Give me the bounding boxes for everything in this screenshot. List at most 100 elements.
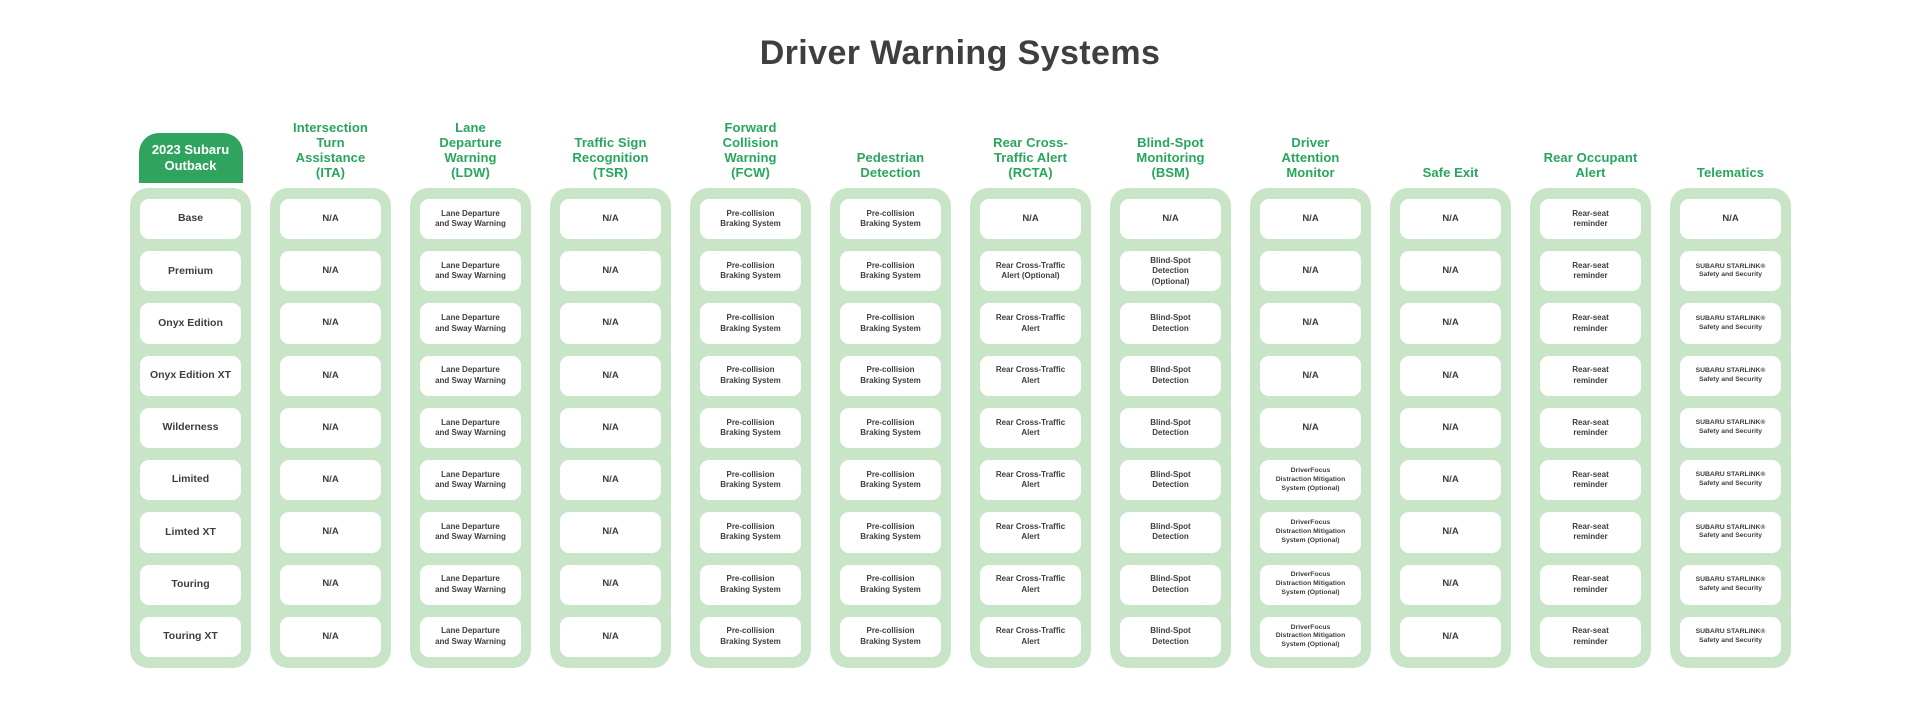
column-header-label: Traffic Sign Recognition (TSR) <box>572 134 649 180</box>
feature-cell: Rear Cross-Traffic Alert <box>980 616 1081 657</box>
trim-cell: Onyx Edition XT <box>140 355 241 396</box>
trim-column-header: 2023 Subaru Outback <box>130 100 251 188</box>
feature-column-header: Telematics <box>1670 100 1791 188</box>
feature-cell: SUBARU STARLINK® Safety and Security <box>1680 303 1781 344</box>
feature-cell: SUBARU STARLINK® Safety and Security <box>1680 564 1781 605</box>
feature-cell: N/A <box>1400 512 1501 553</box>
feature-cell: DriverFocus Distraction Mitigation Syste… <box>1260 616 1361 657</box>
feature-cell: Rear Cross-Traffic Alert <box>980 355 1081 396</box>
feature-cell: N/A <box>280 616 381 657</box>
feature-cell: Rear-seat reminder <box>1540 303 1641 344</box>
feature-cell: N/A <box>280 460 381 501</box>
feature-column-header: Safe Exit <box>1390 100 1511 188</box>
feature-cell: N/A <box>280 251 381 292</box>
feature-cell: N/A <box>1260 303 1361 344</box>
feature-cell: Rear Cross-Traffic Alert <box>980 407 1081 449</box>
feature-cell: N/A <box>1400 303 1501 344</box>
column-header-label: Lane Departure Warning (LDW) <box>439 119 502 180</box>
page-title: Driver Warning Systems <box>759 34 1161 72</box>
feature-cell: N/A <box>1120 199 1221 240</box>
feature-cell: SUBARU STARLINK® Safety and Security <box>1680 251 1781 292</box>
feature-column: Forward Collision Warning (FCW) Pre-colli… <box>690 100 811 668</box>
feature-cell: Lane Departure and Sway Warning <box>420 564 521 605</box>
feature-cell: SUBARU STARLINK® Safety and Security <box>1680 355 1781 396</box>
feature-cell: N/A <box>280 564 381 605</box>
feature-cell: Blind-Spot Detection <box>1120 616 1221 657</box>
trim-cell: Limted XT <box>140 512 241 553</box>
column-header-label: Telematics <box>1696 164 1765 180</box>
feature-cell: N/A <box>560 512 661 553</box>
feature-cell: Pre-collision Braking System <box>700 407 801 449</box>
feature-column: Lane Departure Warning (LDW) Lane Departu… <box>410 100 531 668</box>
feature-column-header: Traffic Sign Recognition (TSR) <box>550 100 671 188</box>
feature-cell: Rear-seat reminder <box>1540 251 1641 292</box>
feature-cell: Pre-collision Braking System <box>840 564 941 605</box>
feature-column: Traffic Sign Recognition (TSR) N/A N/A N/A N… <box>550 100 671 668</box>
feature-cell: Lane Departure and Sway Warning <box>420 199 521 240</box>
feature-cell: Pre-collision Braking System <box>840 460 941 501</box>
feature-cell: N/A <box>560 407 661 449</box>
feature-cell: SUBARU STARLINK® Safety and Security <box>1680 407 1781 449</box>
feature-cell: SUBARU STARLINK® Safety and Security <box>1680 616 1781 657</box>
feature-cell: Blind-Spot Detection <box>1120 512 1221 553</box>
feature-cell: N/A <box>280 303 381 344</box>
feature-cell: Lane Departure and Sway Warning <box>420 616 521 657</box>
feature-cell: Pre-collision Braking System <box>700 303 801 344</box>
feature-cell: Pre-collision Braking System <box>840 303 941 344</box>
feature-cell: Pre-collision Braking System <box>700 251 801 292</box>
feature-cell: N/A <box>1680 199 1781 240</box>
feature-column-header: Rear Occupant Alert <box>1530 100 1651 188</box>
feature-cell: Lane Departure and Sway Warning <box>420 407 521 449</box>
feature-cell: N/A <box>560 199 661 240</box>
feature-cell: Rear-seat reminder <box>1540 564 1641 605</box>
trim-cell: Touring <box>140 564 241 605</box>
feature-cell: Pre-collision Braking System <box>840 616 941 657</box>
feature-cell: Pre-collision Braking System <box>700 564 801 605</box>
feature-cell: N/A <box>980 199 1081 240</box>
trim-cell: Premium <box>140 251 241 292</box>
feature-column-header: Forward Collision Warning (FCW) <box>690 100 811 188</box>
corner-header-pill: 2023 Subaru Outback <box>138 133 243 183</box>
feature-cell: Pre-collision Braking System <box>700 512 801 553</box>
feature-cell: Blind-Spot Detection <box>1120 407 1221 449</box>
feature-cell: N/A <box>560 564 661 605</box>
feature-cell: N/A <box>1260 199 1361 240</box>
feature-column-header: Blind-Spot Monitoring (BSM) <box>1110 100 1231 188</box>
feature-cell: Rear-seat reminder <box>1540 460 1641 501</box>
feature-cell: Blind-Spot Detection (Optional) <box>1120 251 1221 292</box>
feature-cell: N/A <box>280 512 381 553</box>
column-header-label: Forward Collision Warning (FCW) <box>722 119 779 180</box>
feature-cell: SUBARU STARLINK® Safety and Security <box>1680 460 1781 501</box>
feature-cell: N/A <box>1400 251 1501 292</box>
feature-cell: N/A <box>1260 355 1361 396</box>
feature-cell: N/A <box>280 355 381 396</box>
trim-cell: Base <box>140 199 241 240</box>
feature-column-header: Driver Attention Monitor <box>1250 100 1371 188</box>
feature-cell: Pre-collision Braking System <box>700 199 801 240</box>
feature-cell: Rear-seat reminder <box>1540 512 1641 553</box>
feature-cell: N/A <box>1400 355 1501 396</box>
feature-cell: N/A <box>1400 616 1501 657</box>
column-header-label: Pedestrian Detection <box>856 149 925 180</box>
feature-cell: N/A <box>1400 407 1501 449</box>
feature-cell: Pre-collision Braking System <box>840 251 941 292</box>
trim-cell: Onyx Edition <box>140 303 241 344</box>
trim-cell: Limited <box>140 460 241 501</box>
